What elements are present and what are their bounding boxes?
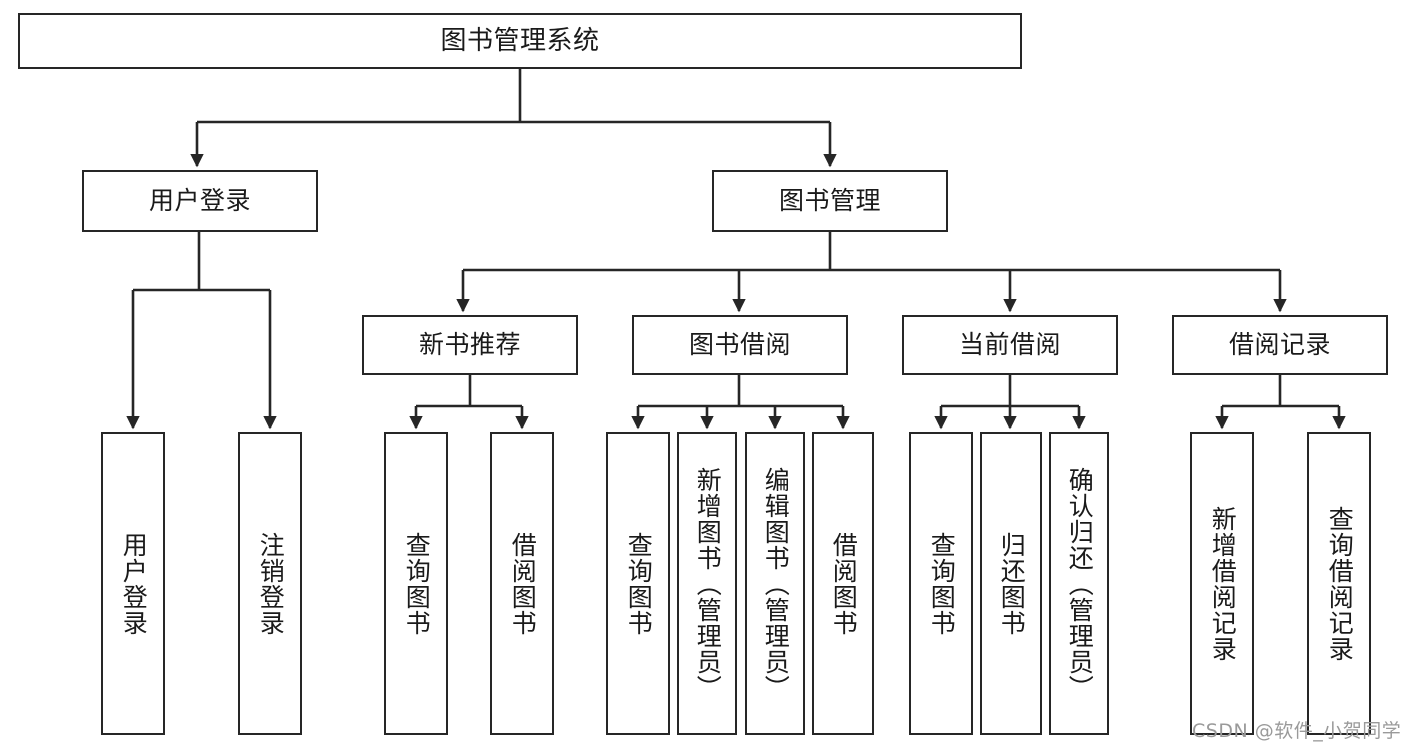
node-root-label: 图书管理系统	[440, 25, 600, 56]
node-leaf-add-book-label: 新增图书（管理员）	[693, 466, 723, 701]
node-leaf-query-book-3[interactable]: 查询图书	[909, 432, 973, 735]
node-leaf-confirm-return-label: 确认归还（管理员）	[1065, 466, 1095, 701]
node-user-login[interactable]: 用户登录	[82, 170, 318, 232]
csdn-watermark: CSDN @软件_小贺同学	[1192, 720, 1402, 742]
node-book-management[interactable]: 图书管理	[712, 170, 948, 232]
node-leaf-return-book-label: 归还图书	[997, 531, 1027, 636]
node-leaf-logout[interactable]: 注销登录	[238, 432, 302, 735]
node-leaf-query-book-1-label: 查询图书	[402, 531, 432, 636]
node-new-book-recommend[interactable]: 新书推荐	[362, 315, 578, 375]
node-book-borrow[interactable]: 图书借阅	[632, 315, 848, 375]
node-leaf-edit-book-label: 编辑图书（管理员）	[761, 466, 791, 701]
node-leaf-add-record[interactable]: 新增借阅记录	[1190, 432, 1254, 735]
node-borrow-record[interactable]: 借阅记录	[1172, 315, 1388, 375]
node-leaf-query-book-2-label: 查询图书	[624, 531, 654, 636]
node-leaf-query-book-2[interactable]: 查询图书	[606, 432, 670, 735]
node-leaf-user-login[interactable]: 用户登录	[101, 432, 165, 735]
node-new-book-recommend-label: 新书推荐	[418, 330, 521, 360]
node-leaf-borrow-book-1-label: 借阅图书	[508, 531, 538, 636]
node-current-borrow[interactable]: 当前借阅	[902, 315, 1118, 375]
node-leaf-borrow-book-1[interactable]: 借阅图书	[490, 432, 554, 735]
node-leaf-query-record[interactable]: 查询借阅记录	[1307, 432, 1371, 735]
node-leaf-query-book-1[interactable]: 查询图书	[384, 432, 448, 735]
node-leaf-return-book[interactable]: 归还图书	[980, 432, 1042, 735]
node-leaf-query-record-label: 查询借阅记录	[1325, 505, 1355, 662]
node-book-borrow-label: 图书借阅	[688, 330, 791, 360]
node-leaf-add-book[interactable]: 新增图书（管理员）	[677, 432, 737, 735]
node-leaf-query-book-3-label: 查询图书	[927, 531, 957, 636]
node-leaf-borrow-book-2-label: 借阅图书	[829, 531, 859, 636]
node-root[interactable]: 图书管理系统	[18, 13, 1022, 69]
node-user-login-label: 用户登录	[148, 186, 251, 216]
node-book-management-label: 图书管理	[778, 186, 881, 216]
node-leaf-borrow-book-2[interactable]: 借阅图书	[812, 432, 874, 735]
node-leaf-edit-book[interactable]: 编辑图书（管理员）	[745, 432, 805, 735]
node-current-borrow-label: 当前借阅	[958, 330, 1061, 360]
node-leaf-logout-label: 注销登录	[256, 531, 286, 636]
node-leaf-add-record-label: 新增借阅记录	[1208, 505, 1238, 662]
node-borrow-record-label: 借阅记录	[1228, 330, 1331, 360]
node-leaf-confirm-return[interactable]: 确认归还（管理员）	[1049, 432, 1109, 735]
node-leaf-user-login-label: 用户登录	[119, 531, 149, 636]
